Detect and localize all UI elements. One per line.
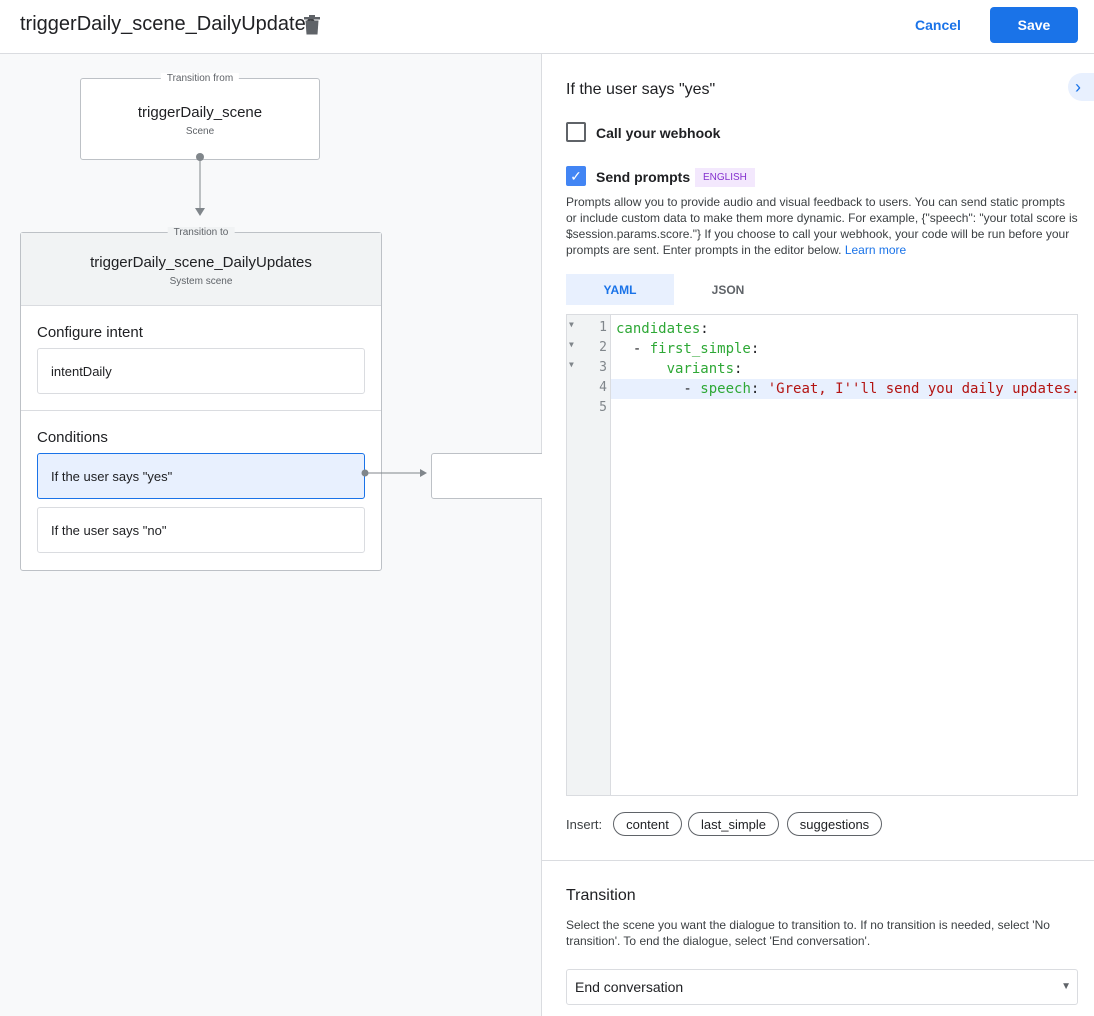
webhook-label: Call your webhook <box>596 125 721 141</box>
transition-selected-value: End conversation <box>575 979 684 995</box>
code-line: variants: <box>666 361 743 377</box>
from-scene-type: Scene <box>185 126 215 137</box>
to-scene-name: triggerDaily_scene_DailyUpdates <box>90 254 312 271</box>
from-scene-name: triggerDaily_scene <box>137 104 263 121</box>
editor-content[interactable]: candidates: - first_simple: variants: - … <box>611 315 1077 795</box>
send-prompts-label: Send prompts <box>596 169 691 185</box>
collapse-panel-chevron-icon[interactable]: › <box>1068 73 1094 101</box>
divider <box>542 860 1094 861</box>
transition-from-card[interactable]: Transition from triggerDaily_scene Scene <box>80 73 320 160</box>
configure-intent-label: Configure intent <box>37 324 143 341</box>
insert-chip-content[interactable]: content <box>613 812 682 836</box>
transition-arrow <box>195 153 205 216</box>
insert-chip-last-simple[interactable]: last_simple <box>688 812 779 836</box>
dropdown-arrow-icon: ▼ <box>1061 981 1071 992</box>
line-number: 4 <box>599 380 607 395</box>
condition-yes[interactable]: If the user says "yes" <box>37 453 365 499</box>
condition-connector <box>361 469 427 477</box>
code-line: candidates: <box>616 321 709 337</box>
fold-icon[interactable]: ▼ <box>569 340 574 349</box>
code-line: - speech: 'Great, I''ll send you daily u… <box>616 381 1077 397</box>
send-prompts-checkbox[interactable]: ✓ <box>566 166 586 186</box>
to-scene-type: System scene <box>169 276 233 287</box>
learn-more-link[interactable]: Learn more <box>844 243 907 257</box>
transition-select[interactable]: End conversation ▼ <box>566 969 1078 1005</box>
prompts-description: Prompts allow you to provide audio and v… <box>566 194 1078 258</box>
empty-transition-target[interactable] <box>431 453 551 499</box>
scene-canvas: Transition from triggerDaily_scene Scene… <box>0 54 551 1016</box>
transition-description: Select the scene you want the dialogue t… <box>566 918 1050 948</box>
line-number: 5 <box>599 400 607 415</box>
description-text: Prompts allow you to provide audio and v… <box>566 195 1078 257</box>
intent-item[interactable]: intentDaily <box>37 348 365 394</box>
transition-from-legend: Transition from <box>160 73 240 84</box>
header: triggerDaily_scene_DailyUpdates Cancel S… <box>0 0 1094 54</box>
condition-no[interactable]: If the user says "no" <box>37 507 365 553</box>
transition-to-card: Transition to triggerDaily_scene_DailyUp… <box>20 227 382 571</box>
cancel-button[interactable]: Cancel <box>915 17 961 33</box>
scene-header[interactable] <box>21 233 381 306</box>
transition-title: Transition <box>566 887 636 904</box>
insert-label: Insert: <box>566 817 603 832</box>
check-icon: ✓ <box>570 167 582 184</box>
code-line: - first_simple: <box>616 341 760 357</box>
webhook-checkbox[interactable] <box>566 122 586 142</box>
language-badge: ENGLISH <box>695 168 755 187</box>
code-editor[interactable]: ▼ 1 ▼ 2 ▼ 3 4 5 candidates: - first_simple:… <box>566 314 1078 796</box>
trash-icon[interactable] <box>304 15 320 35</box>
active-line-highlight <box>611 379 1077 399</box>
divider <box>21 410 381 411</box>
details-panel: › If the user says "yes" Call your webho… <box>542 54 1094 1016</box>
line-number: 3 <box>599 360 607 375</box>
transition-to-legend: Transition to <box>167 227 235 238</box>
page-title: triggerDaily_scene_DailyUpdates <box>20 13 316 35</box>
line-number: 2 <box>599 340 607 355</box>
editor-gutter: ▼ 1 ▼ 2 ▼ 3 4 5 <box>567 315 611 795</box>
fold-icon[interactable]: ▼ <box>569 320 574 329</box>
panel-title: If the user says "yes" <box>566 81 716 98</box>
line-number: 1 <box>599 320 607 335</box>
conditions-label: Conditions <box>37 429 108 446</box>
fold-icon[interactable]: ▼ <box>569 360 574 369</box>
save-button[interactable]: Save <box>990 7 1078 43</box>
tab-json[interactable]: JSON <box>711 282 745 297</box>
insert-chip-suggestions[interactable]: suggestions <box>787 812 882 836</box>
tab-yaml[interactable]: YAML <box>566 274 674 305</box>
